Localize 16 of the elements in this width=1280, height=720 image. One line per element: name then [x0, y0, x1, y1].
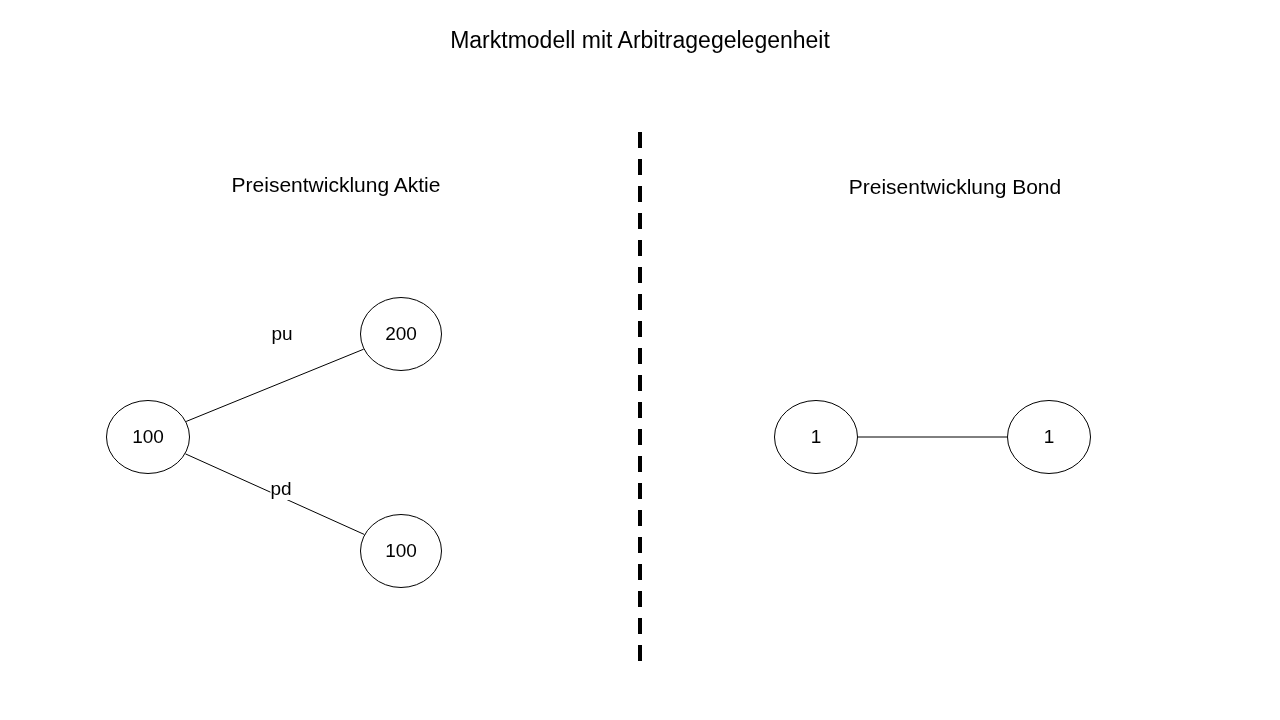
diagram-title: Marktmodell mit Arbitragegelegenheit [450, 26, 830, 54]
state-ellipse [1007, 400, 1091, 474]
section-heading: Preisentwicklung Bond [848, 175, 1062, 199]
node-value: 200 [385, 323, 417, 345]
node-value: 1 [810, 426, 822, 448]
state-ellipse [360, 297, 442, 371]
connector-line [184, 453, 365, 535]
connector-line [185, 348, 365, 422]
connector-line [857, 436, 1008, 438]
node-value: 1 [1043, 426, 1055, 448]
node-value: 100 [132, 426, 164, 448]
state-ellipse [774, 400, 858, 474]
state-ellipse [360, 514, 442, 588]
state-ellipse [106, 400, 190, 474]
node-value: 100 [385, 540, 417, 562]
section-heading: Preisentwicklung Aktie [231, 173, 441, 197]
